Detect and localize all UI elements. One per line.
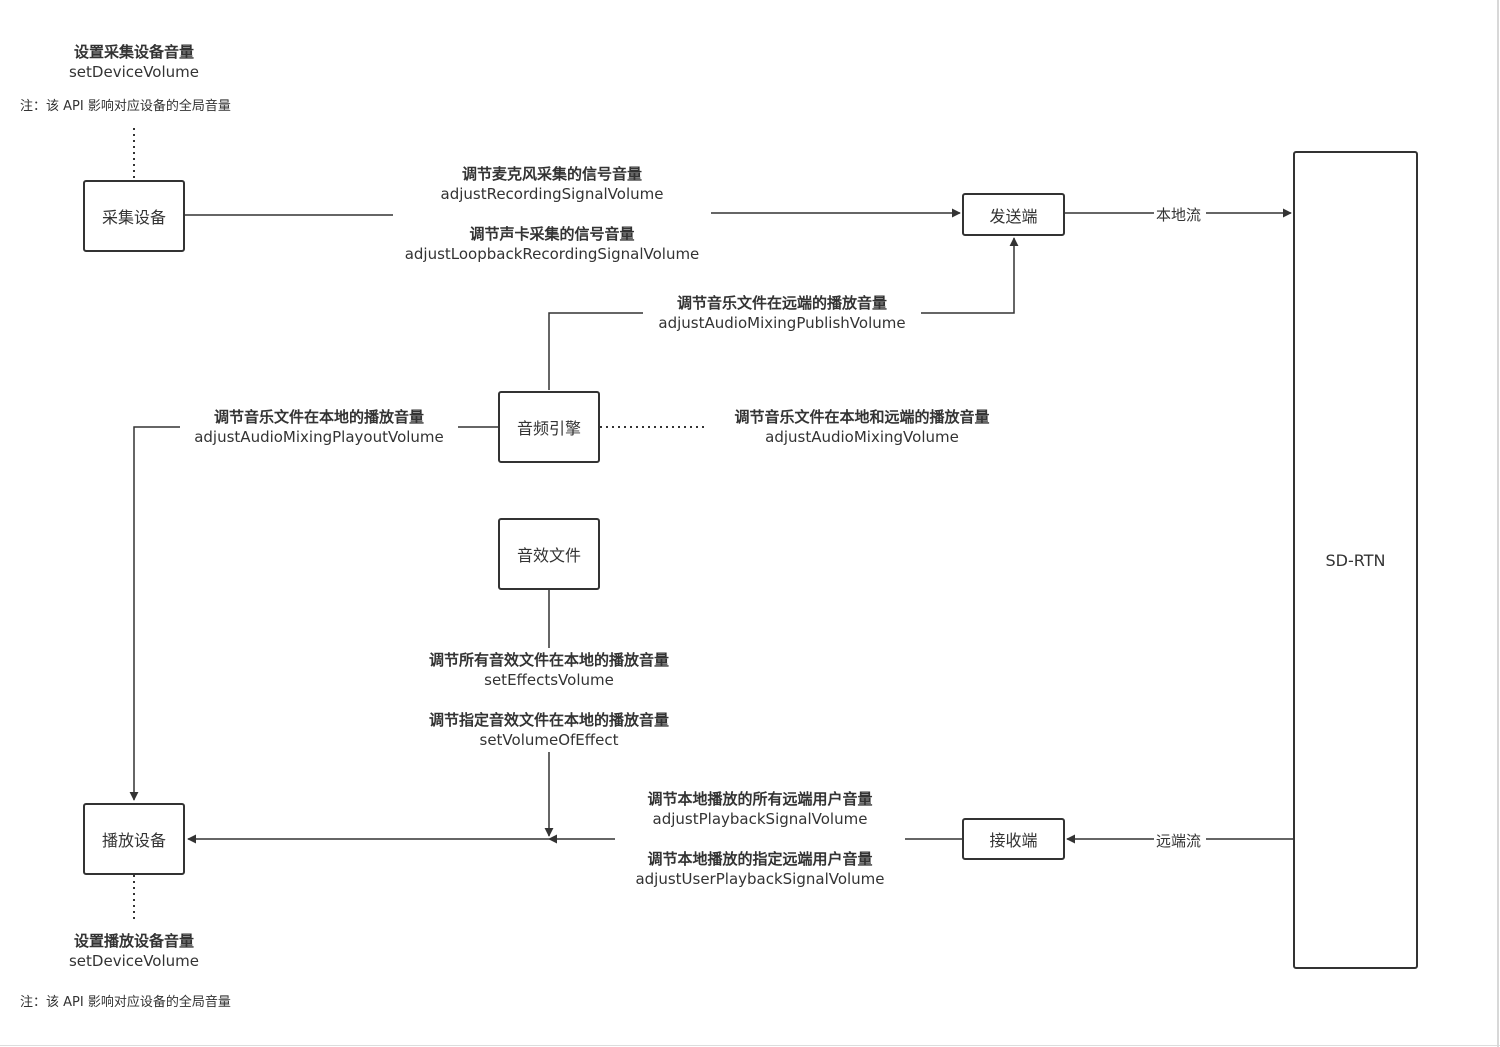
- sender-node: 发送端: [962, 193, 1065, 236]
- mixing-playout-cn: 调节音乐文件在本地的播放音量: [213, 408, 424, 426]
- receiver-node: 接收端: [962, 818, 1065, 860]
- effects-volume-label: 调节所有音效文件在本地的播放音量 setEffectsVolume 调节指定音效…: [404, 650, 694, 750]
- sd-rtn-node: SD-RTN: [1293, 151, 1418, 969]
- engine-to-publish-line: [548, 312, 643, 390]
- playout-to-playback-arrow: [129, 426, 180, 801]
- effect-one-cn: 调节指定音效文件在本地的播放音量: [428, 711, 669, 729]
- recording-volume-label: 调节麦克风采集的信号音量 adjustRecordingSignalVolume…: [395, 164, 709, 264]
- effects-all-api: setEffectsVolume: [484, 671, 614, 689]
- right-divider: [1497, 0, 1499, 1047]
- effect-one-api: setVolumeOfEffect: [479, 731, 619, 749]
- mixing-both-label: 调节音乐文件在本地和远端的播放音量 adjustAudioMixingVolum…: [710, 407, 1014, 447]
- mixing-both-api: adjustAudioMixingVolume: [765, 428, 959, 446]
- mic-volume-api: adjustRecordingSignalVolume: [440, 185, 664, 203]
- playback-all-cn: 调节本地播放的所有远端用户音量: [647, 790, 873, 808]
- publish-to-sender-arrow: [921, 237, 1019, 314]
- capture-device-volume-label: 设置采集设备音量 setDeviceVolume: [20, 42, 248, 82]
- playback-device-volume-api: setDeviceVolume: [68, 952, 199, 970]
- mixing-playout-api: adjustAudioMixingPlayoutVolume: [194, 428, 444, 446]
- audio-engine-node: 音频引擎: [498, 391, 600, 463]
- playback-device-volume-label: 设置播放设备音量 setDeviceVolume: [20, 931, 248, 971]
- mixing-publish-api: adjustAudioMixingPublishVolume: [658, 314, 906, 332]
- playback-all-api: adjustPlaybackSignalVolume: [652, 810, 868, 828]
- playback-device-volume-note: 注：该 API 影响对应设备的全局音量: [20, 995, 231, 1010]
- remote-stream-label: 远端流: [1155, 830, 1203, 851]
- playback-signal-volume-label: 调节本地播放的所有远端用户音量 adjustPlaybackSignalVolu…: [617, 789, 903, 889]
- capture-device-volume-cn: 设置采集设备音量: [73, 43, 194, 61]
- effects-all-cn: 调节所有音效文件在本地的播放音量: [428, 651, 669, 669]
- mixing-publish-label: 调节音乐文件在远端的播放音量 adjustAudioMixingPublishV…: [645, 293, 919, 333]
- local-stream-label: 本地流: [1155, 204, 1203, 225]
- loopback-volume-cn: 调节声卡采集的信号音量: [469, 225, 635, 243]
- mixing-publish-cn: 调节音乐文件在远端的播放音量: [676, 294, 887, 312]
- mixing-both-cn: 调节音乐文件在本地和远端的播放音量: [734, 408, 990, 426]
- loopback-volume-api: adjustLoopbackRecordingSignalVolume: [404, 245, 700, 263]
- playback-device-volume-cn: 设置播放设备音量: [73, 932, 194, 950]
- playback-user-api: adjustUserPlaybackSignalVolume: [635, 870, 885, 888]
- effect-files-node: 音效文件: [498, 518, 600, 590]
- capture-device-volume-note: 注：该 API 影响对应设备的全局音量: [20, 99, 231, 114]
- capture-device-volume-api: setDeviceVolume: [68, 63, 199, 81]
- playback-user-cn: 调节本地播放的指定远端用户音量: [647, 850, 873, 868]
- playback-device-node: 播放设备: [83, 803, 185, 875]
- bottom-divider: [0, 1045, 1500, 1046]
- capture-device-node: 采集设备: [83, 180, 185, 252]
- mixing-playout-label: 调节音乐文件在本地的播放音量 adjustAudioMixingPlayoutV…: [182, 407, 456, 447]
- mic-volume-cn: 调节麦克风采集的信号音量: [461, 165, 642, 183]
